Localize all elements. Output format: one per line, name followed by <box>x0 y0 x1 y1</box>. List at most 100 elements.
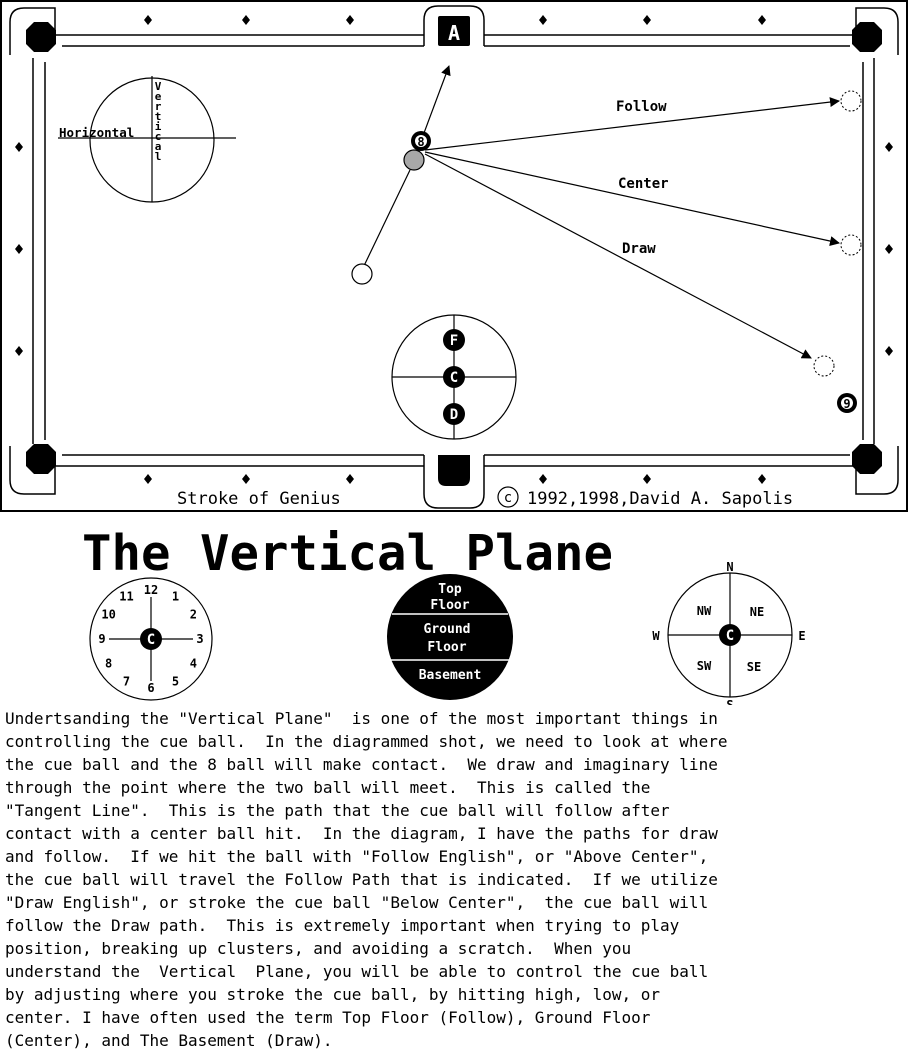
vertical-letter: t <box>155 110 162 123</box>
clock-hour: 12 <box>144 583 158 597</box>
rail-diamond <box>15 142 23 152</box>
copyright-symbol: c <box>504 490 512 506</box>
compass-e: E <box>798 629 805 643</box>
object-ball-path <box>420 65 451 142</box>
vertical-letter: e <box>155 90 162 103</box>
ground-floor-line2: Floor <box>427 640 466 655</box>
rail-diamond <box>242 15 250 25</box>
center-label: Center <box>618 176 669 192</box>
rail-diamond <box>539 15 547 25</box>
clock-hour: 11 <box>119 590 133 604</box>
horizontal-label: Horizontal <box>59 125 134 140</box>
ground-floor-line1: Ground <box>424 622 471 637</box>
nine-ball-label: 9 <box>843 397 850 411</box>
clock-hour: 10 <box>101 608 115 622</box>
rail-diamonds <box>15 15 893 484</box>
corner-pocket-outlines <box>9 5 899 509</box>
rail-diamond <box>539 474 547 484</box>
compass-sw: SW <box>697 659 712 673</box>
copyright-circle <box>497 486 519 508</box>
vertical-letter: l <box>155 150 162 163</box>
cue-to-ghost-line <box>361 169 411 271</box>
clock-hour: 7 <box>123 674 130 688</box>
compass-se: SE <box>747 660 761 674</box>
clock-hour: 2 <box>190 608 197 622</box>
follow-strike-label: F <box>450 333 458 349</box>
clock-hour: 4 <box>190 657 197 671</box>
vertical-letter: V <box>155 80 162 93</box>
vertical-letter: i <box>155 120 162 133</box>
draw-label: Draw <box>622 241 656 257</box>
clock-hour: 1 <box>172 590 179 604</box>
pocket-top-left <box>26 22 56 52</box>
vertical-letter: r <box>155 100 162 113</box>
vertical-horizontal-diagram: Horizontal Vertical <box>58 76 236 203</box>
center-path <box>424 151 840 246</box>
rail-diamond <box>758 474 766 484</box>
top-floor-line2: Floor <box>430 598 469 613</box>
clock-hour: 9 <box>98 632 105 646</box>
rail-diamond <box>15 244 23 254</box>
center-target <box>840 234 862 256</box>
floors-diagram: Top Floor Ground Floor Basement <box>387 574 513 700</box>
rail-diamond <box>885 346 893 356</box>
clock-diagram: C 12 12 3 45 6 789 10 11 <box>89 577 213 701</box>
follow-path <box>424 97 840 151</box>
draw-strike-point <box>443 403 465 425</box>
table-rails <box>32 34 875 467</box>
rail-diamond <box>758 15 766 25</box>
pocket-top-right <box>852 22 882 52</box>
pocket-top-side <box>438 16 470 46</box>
pockets <box>26 16 882 486</box>
rail-diamond <box>643 15 651 25</box>
clock-hour: 8 <box>105 657 112 671</box>
pocket-bottom-side <box>438 455 470 486</box>
follow-strike-point <box>443 329 465 351</box>
compass-nw: NW <box>697 604 712 618</box>
pocket-label-a: A <box>448 21 460 45</box>
footer-right: 1992,1998,David A. Sapolis <box>527 489 793 509</box>
rail-diamond <box>885 142 893 152</box>
clock-hour: 5 <box>172 674 179 688</box>
compass-s: S <box>726 698 733 705</box>
clock-center-label: C <box>147 632 155 648</box>
rail-diamond <box>346 15 354 25</box>
rail-diamond <box>144 474 152 484</box>
vertical-letter: c <box>155 130 162 143</box>
compass-center-label: C <box>726 628 734 644</box>
cue-ball <box>351 263 373 285</box>
page-title: The Vertical Plane <box>82 525 614 582</box>
rail-diamond <box>242 474 250 484</box>
legend-diagrams: C 12 12 3 45 6 789 10 11 Top Floor Ground Floor… <box>89 560 806 705</box>
clock-center <box>140 628 162 650</box>
clock-hour: 6 <box>147 681 154 695</box>
center-strike-label: C <box>450 370 458 386</box>
pocket-bottom-right <box>852 444 882 474</box>
rail-diamond <box>643 474 651 484</box>
rail-diamond <box>346 474 354 484</box>
center-strike-point <box>443 366 465 388</box>
clock-numbers: 12 12 3 45 6 789 10 11 <box>98 583 203 695</box>
compass-n: N <box>726 560 733 574</box>
rail-diamond <box>885 244 893 254</box>
eight-ball-label: 8 <box>417 135 424 149</box>
follow-target <box>840 90 862 112</box>
compass-center <box>719 624 741 646</box>
draw-target <box>813 355 835 377</box>
nine-ball-spot <box>841 397 853 409</box>
clock-hour: 3 <box>196 632 203 646</box>
rail-diamond <box>144 15 152 25</box>
basement-label: Basement <box>419 668 482 683</box>
compass-diagram: C N S E W NW NE SW SE <box>652 560 805 705</box>
vertical-label: Vertical <box>155 80 162 163</box>
footer-left: Stroke of Genius <box>177 489 341 509</box>
rail-diamond <box>15 346 23 356</box>
vertical-letter: a <box>155 140 162 153</box>
top-floor-line1: Top <box>438 582 462 597</box>
draw-path <box>424 153 812 359</box>
body-paragraph: Undertsanding the "Vertical Plane" is on… <box>5 709 728 1050</box>
cue-ball-strike-diagram: F C D <box>391 314 517 440</box>
draw-strike-label: D <box>450 407 458 423</box>
pool-table-diagram: A Horizontal Vertical Follow Center Draw… <box>0 0 908 512</box>
follow-label: Follow <box>616 99 667 115</box>
